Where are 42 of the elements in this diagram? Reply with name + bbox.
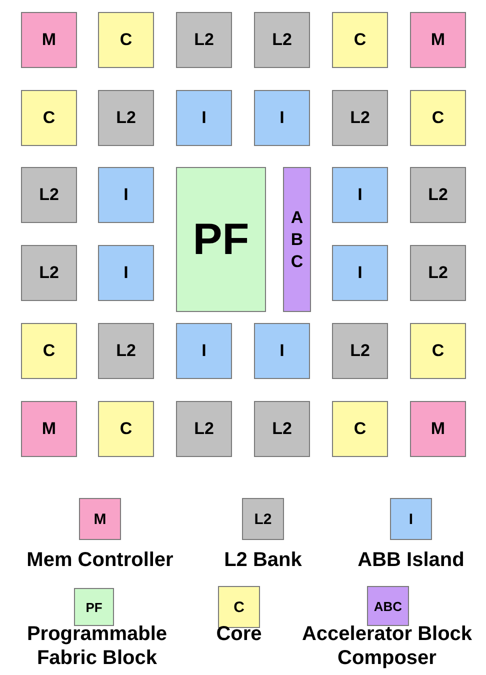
l2-bank-block: L2 [254, 401, 310, 457]
island-block: I [332, 167, 388, 223]
legend-label: L2 Bank [223, 548, 303, 572]
memory-controller-block: M [410, 401, 466, 457]
legend-swatch: M [79, 498, 121, 540]
l2-bank-block: L2 [332, 323, 388, 379]
fabric-block: PF [176, 167, 266, 312]
l2-bank-block: L2 [332, 90, 388, 146]
legend-swatch: ABC [367, 586, 409, 626]
core-block: C [21, 90, 77, 146]
memory-controller-block: M [21, 401, 77, 457]
core-block: C [332, 401, 388, 457]
core-block: C [98, 12, 154, 68]
composer-block: ABC [283, 167, 311, 312]
l2-bank-block: L2 [98, 323, 154, 379]
core-block: C [410, 323, 466, 379]
core-block: C [332, 12, 388, 68]
island-block: I [176, 90, 232, 146]
legend-swatch: L2 [242, 498, 284, 540]
island-block: I [332, 245, 388, 301]
core-block: C [410, 90, 466, 146]
island-block: I [98, 167, 154, 223]
l2-bank-block: L2 [21, 245, 77, 301]
legend-swatch: I [390, 498, 432, 540]
l2-bank-block: L2 [176, 401, 232, 457]
legend-label: ABB Island [356, 548, 466, 572]
l2-bank-block: L2 [410, 167, 466, 223]
legend-swatch: PF [74, 588, 114, 626]
core-block: C [98, 401, 154, 457]
l2-bank-block: L2 [254, 12, 310, 68]
core-block: C [21, 323, 77, 379]
legend-label: Mem Controller [26, 548, 174, 572]
l2-bank-block: L2 [21, 167, 77, 223]
island-block: I [176, 323, 232, 379]
l2-bank-block: L2 [410, 245, 466, 301]
island-block: I [254, 323, 310, 379]
l2-bank-block: L2 [98, 90, 154, 146]
island-block: I [98, 245, 154, 301]
memory-controller-block: M [410, 12, 466, 68]
island-block: I [254, 90, 310, 146]
l2-bank-block: L2 [176, 12, 232, 68]
memory-controller-block: M [21, 12, 77, 68]
